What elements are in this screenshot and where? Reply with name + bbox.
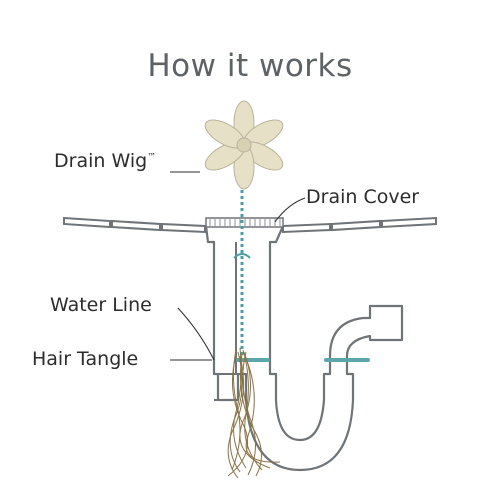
label-drain-wig-text: Drain Wig: [54, 150, 148, 172]
floor-line: [63, 216, 437, 234]
drain-wig-flower: [204, 100, 284, 190]
chain-hook: [233, 253, 251, 259]
trademark-mark: ™: [147, 152, 157, 163]
label-drain-wig: Drain Wig™: [54, 150, 156, 172]
label-drain-cover: Drain Cover: [306, 186, 420, 208]
leader-lines: [170, 171, 306, 361]
drain-pipe: [204, 224, 404, 472]
diagram-title: How it works: [147, 48, 353, 84]
label-water-line: Water Line: [50, 294, 152, 316]
hair-tangle: [227, 347, 281, 479]
drain-cover: [205, 217, 284, 228]
label-hair-tangle: Hair Tangle: [32, 348, 139, 370]
